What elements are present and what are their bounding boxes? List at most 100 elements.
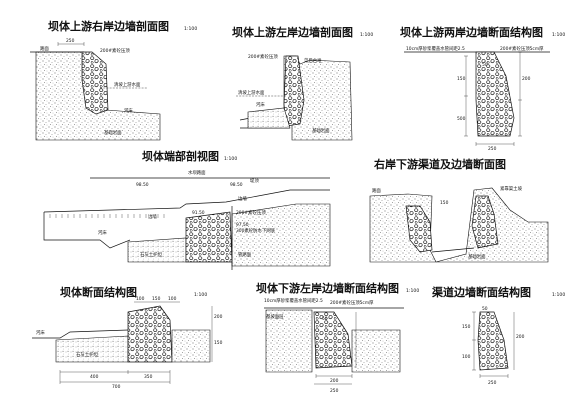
- d1-label-cap: 200#素砼压顶: [100, 47, 130, 54]
- d6-apron: [55, 335, 129, 363]
- d4-label-elev1: 98.50: [136, 182, 149, 188]
- d7-title: 坝体下游左岸边墙断面结构图: [256, 281, 399, 295]
- d6-title: 坝体断面结构图: [60, 285, 137, 299]
- d3-dim3: 250: [488, 146, 497, 152]
- d2-label-riverbed: 河床: [256, 101, 265, 108]
- d4-label-cap: 200#素砼压顶: [236, 209, 266, 216]
- d8-wall-section: [477, 311, 509, 371]
- drawing-d2: 坝体上游左岸边墙剖面图 1:100 200#素砼压顶 菜后台堆 清坡上游水面 河…: [232, 25, 373, 141]
- d7-left-soil: [265, 309, 313, 373]
- d2-label-rock: 基础岩面: [312, 127, 330, 134]
- d4-tick-row: [49, 214, 165, 218]
- d4-title: 坝体端部剖视图: [142, 149, 219, 163]
- d8-dim-200: 200: [516, 334, 525, 340]
- d5-label-slope: 紧靠渠土坡: [500, 185, 523, 192]
- d8-dim-50: 50: [482, 306, 488, 312]
- d6-dim-lines: [59, 301, 213, 384]
- d6-dim-150a: 150: [152, 296, 161, 302]
- drawing-d4: 坝体端部剖视图 1:100 水坝路面 堤顶 98.50 98.50 200#素砼…: [43, 149, 331, 270]
- d7-label-mortar: 10cm厚砂浆覆盖水管间距2.5: [264, 297, 323, 304]
- d6-dim-400: 400: [90, 374, 99, 380]
- d1-label-rock: 基础岩面: [104, 129, 122, 136]
- d1-dim: 250: [66, 38, 75, 44]
- d6-dim-700: 700: [112, 384, 121, 390]
- d3-label-cap: 200#素砼压顶5cm厚: [500, 45, 544, 52]
- d3-label-mortar: 10cm厚砂浆覆盖水管间距2.5: [406, 45, 465, 52]
- d4-label-elev2: 98.50: [230, 182, 243, 188]
- d5-channel-bed: [431, 247, 475, 253]
- d4-scale: 1:100: [224, 156, 237, 162]
- d8-dim-250: 250: [488, 380, 497, 386]
- d7-label-base: 基坡面层: [266, 313, 284, 320]
- d6-dim-100b: 100: [168, 296, 177, 302]
- d2-bed-concrete: [247, 107, 291, 129]
- d4-label-pipe: 管路面: [238, 251, 252, 258]
- d4-label-elev3: 91.50: [192, 210, 205, 216]
- d5-left-wall: [405, 205, 433, 253]
- d4-label-elev4: 97.50: [236, 222, 249, 228]
- d8-dim-100: 100: [462, 354, 471, 360]
- d6-riverbed-line: [32, 329, 129, 339]
- d6-downstream-soil: [171, 329, 211, 363]
- d4-label-road: 水坝路面: [188, 169, 206, 176]
- d5-right-wall: [471, 195, 499, 249]
- drawing-d6: 坝体断面结构图 1:100 河床 石灰土护坦 400 350 700 100 2…: [32, 285, 223, 390]
- d4-left-bank: [43, 212, 131, 249]
- d8-dim-150: 150: [462, 324, 471, 330]
- d5-label-rock: 基础岩面: [468, 253, 486, 260]
- d4-label-wall2: 边墙: [238, 195, 247, 202]
- d7-scale: 1:100: [406, 288, 419, 294]
- d3-scale: 1:100: [552, 32, 565, 38]
- d8-title: 渠道边墙断面结构图: [432, 285, 531, 299]
- d2-label-cap: 200#素砼压顶: [248, 53, 278, 60]
- drawing-d1: 坝体上游右岸边墙剖面图 1:100 250 路面 200#素砼压顶 清坡上游水面…: [30, 19, 197, 141]
- d1-label-road: 路面: [40, 45, 49, 52]
- drawing-d7: 坝体下游左岸边墙断面结构图 1:100 10cm厚砂浆覆盖水管间距2.5 200…: [256, 281, 419, 394]
- d1-label-riverbed: 河床: [124, 107, 133, 114]
- d7-right-soil: [351, 329, 401, 373]
- d3-dim5: 500: [457, 116, 466, 122]
- d4-rock-dam: [185, 211, 233, 263]
- d5-label-road: 路面: [372, 187, 381, 194]
- d6-dam-body: [127, 305, 173, 363]
- d3-dim4: 200: [522, 76, 531, 82]
- d4-label-crest: 堤顶: [250, 177, 259, 184]
- d2-rock-wall: [283, 55, 305, 127]
- d6-dim-100a: 100: [136, 296, 145, 302]
- d3-wall-section: [475, 51, 515, 137]
- d3-dim1: 50: [482, 62, 488, 68]
- d6-dim-350: 350: [144, 374, 153, 380]
- d7-dim-200: 200: [330, 378, 339, 384]
- d6-dim-200: 200: [214, 314, 223, 320]
- d6-label-riverbed: 河床: [36, 329, 45, 336]
- d4-surface-line: [43, 189, 330, 213]
- d1-label-water: 清坡上游水面: [114, 81, 141, 88]
- d4-label-apron: 石灰土护坦: [140, 251, 163, 258]
- d2-label-backfill: 菜后台堆: [304, 57, 322, 64]
- d1-title: 坝体上游右岸边墙剖面图: [48, 19, 169, 33]
- d2-label-water: 清坡上游水面: [238, 89, 265, 96]
- d2-scale: 1:100: [360, 32, 373, 38]
- d6-dim-150b: 150: [214, 340, 223, 346]
- d4-label-riverbed: 河床: [98, 229, 107, 236]
- d7-label-cap: 200#素砼压顶5cm厚: [330, 299, 374, 306]
- d5-label-dim: 150: [440, 200, 449, 206]
- d7-dim-250: 250: [330, 388, 339, 394]
- d2-title: 坝体上游左岸边墙剖面图: [232, 25, 353, 39]
- d1-scale: 1:100: [184, 26, 197, 32]
- d7-dim-50: 50: [322, 316, 328, 322]
- d5-title: 右岸下游渠道及边墙断面图: [373, 157, 506, 171]
- d4-apron: [127, 237, 187, 263]
- d1-dim-line: [57, 42, 85, 46]
- drawing-d8: 渠道边墙断面结构图 1:100 50 150 200 100 250: [432, 285, 565, 386]
- d8-dim-lines: [472, 311, 515, 378]
- d3-title: 坝体上游两岸边墙断面结构图: [400, 25, 543, 39]
- drawing-d3: 坝体上游两岸边墙断面结构图 1:100 10cm厚砂浆覆盖水管间距2.5 200…: [400, 25, 565, 152]
- d6-scale: 1:100: [194, 292, 207, 298]
- d7-dim-lines: [314, 312, 357, 385]
- drawing-d5: 右岸下游渠道及边墙断面图 路面 紧靠渠土坡 150 基础岩面: [369, 157, 549, 263]
- d6-label-apron: 石灰土护坦: [76, 351, 99, 358]
- d4-label-wall1: 边墙: [148, 213, 157, 220]
